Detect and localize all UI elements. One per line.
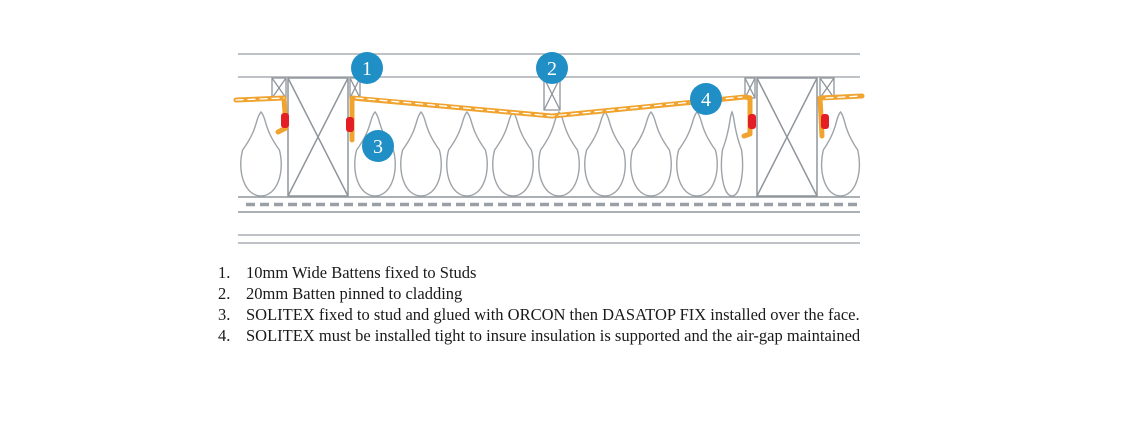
callout-1: 1 <box>351 52 383 84</box>
orcon-seals <box>281 113 829 132</box>
insulation-batts <box>240 110 861 197</box>
callout-2: 2 <box>536 52 568 84</box>
insulation-bulb <box>630 110 672 197</box>
note-number: 3. <box>218 305 231 324</box>
note-item: 4. SOLITEX must be installed tight to in… <box>218 325 938 346</box>
callout-4-number: 4 <box>701 89 711 111</box>
callout-3: 3 <box>362 130 394 162</box>
note-item: 1. 10mm Wide Battens fixed to Studs <box>218 262 938 283</box>
callout-1-number: 1 <box>362 58 372 80</box>
insulation-bulb <box>240 110 282 197</box>
note-text: 10mm Wide Battens fixed to Studs <box>246 263 477 282</box>
note-item: 2. 20mm Batten pinned to cladding <box>218 283 938 304</box>
insulation-bulb <box>584 110 626 197</box>
insulation-bulb <box>820 110 861 197</box>
note-text: 20mm Batten pinned to cladding <box>246 284 463 303</box>
callout-2-number: 2 <box>547 58 557 80</box>
stud-left <box>287 77 349 197</box>
note-text: SOLITEX fixed to stud and glued with ORC… <box>246 305 860 324</box>
note-number: 1. <box>218 263 231 282</box>
insulation-bulb <box>720 110 744 197</box>
notes-list: 1. 10mm Wide Battens fixed to Studs 2. 2… <box>218 262 938 346</box>
note-number: 2. <box>218 284 231 303</box>
insulation-bulb <box>538 110 580 197</box>
stud-right <box>756 77 818 197</box>
insulation-bulb <box>400 110 442 197</box>
insulation-bulb <box>676 110 718 197</box>
note-item: 3. SOLITEX fixed to stud and glued with … <box>218 304 938 325</box>
callout-3-number: 3 <box>373 136 383 158</box>
wall-section-diagram: 1 2 3 4 <box>233 52 865 244</box>
insulation-bulb <box>446 110 488 197</box>
insulation-bulb <box>492 110 534 197</box>
lining-lines <box>238 196 860 244</box>
note-text: SOLITEX must be installed tight to insur… <box>246 326 861 345</box>
callout-4: 4 <box>690 83 722 115</box>
note-number: 4. <box>218 326 231 345</box>
